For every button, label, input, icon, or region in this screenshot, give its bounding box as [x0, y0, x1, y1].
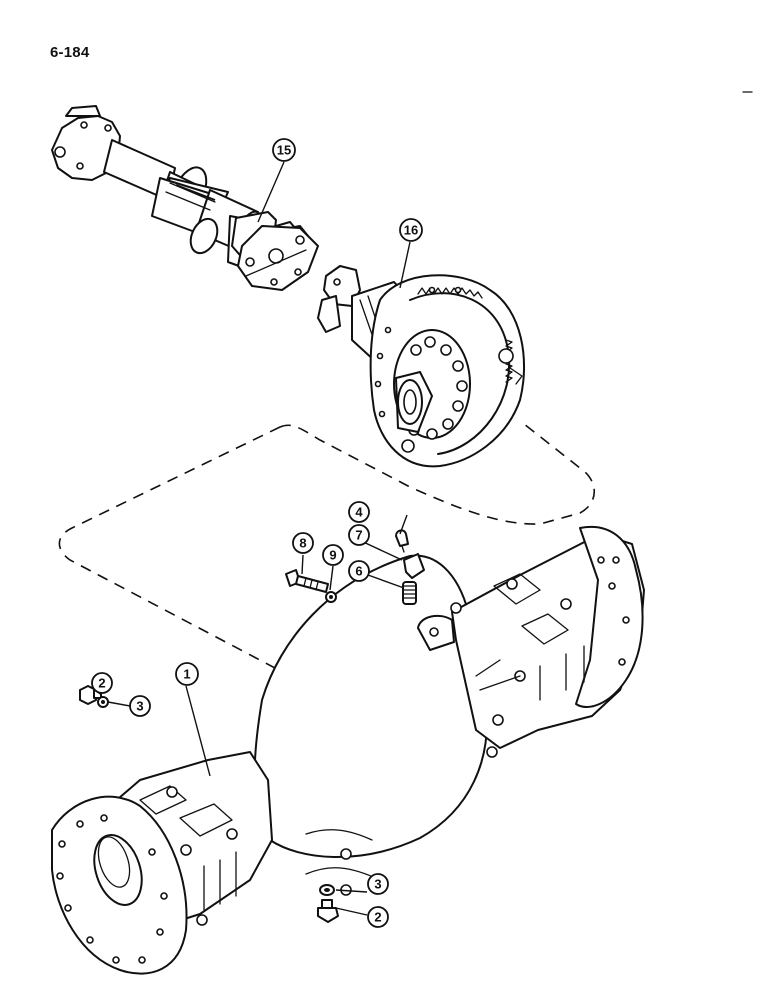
callout-7: 7 — [348, 524, 370, 546]
svg-text:3: 3 — [374, 877, 381, 892]
leader-lines — [91, 161, 411, 916]
callout-2-left: 2 — [91, 672, 113, 694]
callout-3-left: 3 — [129, 695, 151, 717]
page-number: 6-184 — [50, 44, 90, 61]
svg-text:15: 15 — [277, 143, 291, 158]
callout-4: 4 — [348, 501, 370, 523]
mounting-outline — [58, 423, 595, 669]
callout-6: 6 — [348, 560, 370, 582]
callout-16: 16 — [399, 218, 423, 242]
svg-text:2: 2 — [374, 910, 381, 925]
axle-housing — [51, 525, 645, 975]
svg-text:1: 1 — [183, 667, 190, 682]
svg-text:3: 3 — [136, 699, 143, 714]
svg-text:2: 2 — [98, 676, 105, 691]
callout-2-bottom: 2 — [367, 906, 389, 928]
svg-text:8: 8 — [299, 536, 306, 551]
drive-shaft — [51, 105, 319, 291]
hardware — [79, 529, 425, 923]
svg-text:4: 4 — [355, 505, 363, 520]
callout-8: 8 — [292, 532, 314, 554]
callout-9: 9 — [322, 544, 344, 566]
callout-3-bottom: 3 — [367, 873, 389, 895]
svg-text:7: 7 — [355, 528, 362, 543]
differential-carrier — [317, 265, 526, 468]
callout-1: 1 — [175, 662, 199, 686]
svg-text:9: 9 — [329, 548, 336, 563]
svg-text:16: 16 — [404, 223, 418, 238]
svg-text:6: 6 — [355, 564, 362, 579]
callout-15: 15 — [272, 138, 296, 162]
